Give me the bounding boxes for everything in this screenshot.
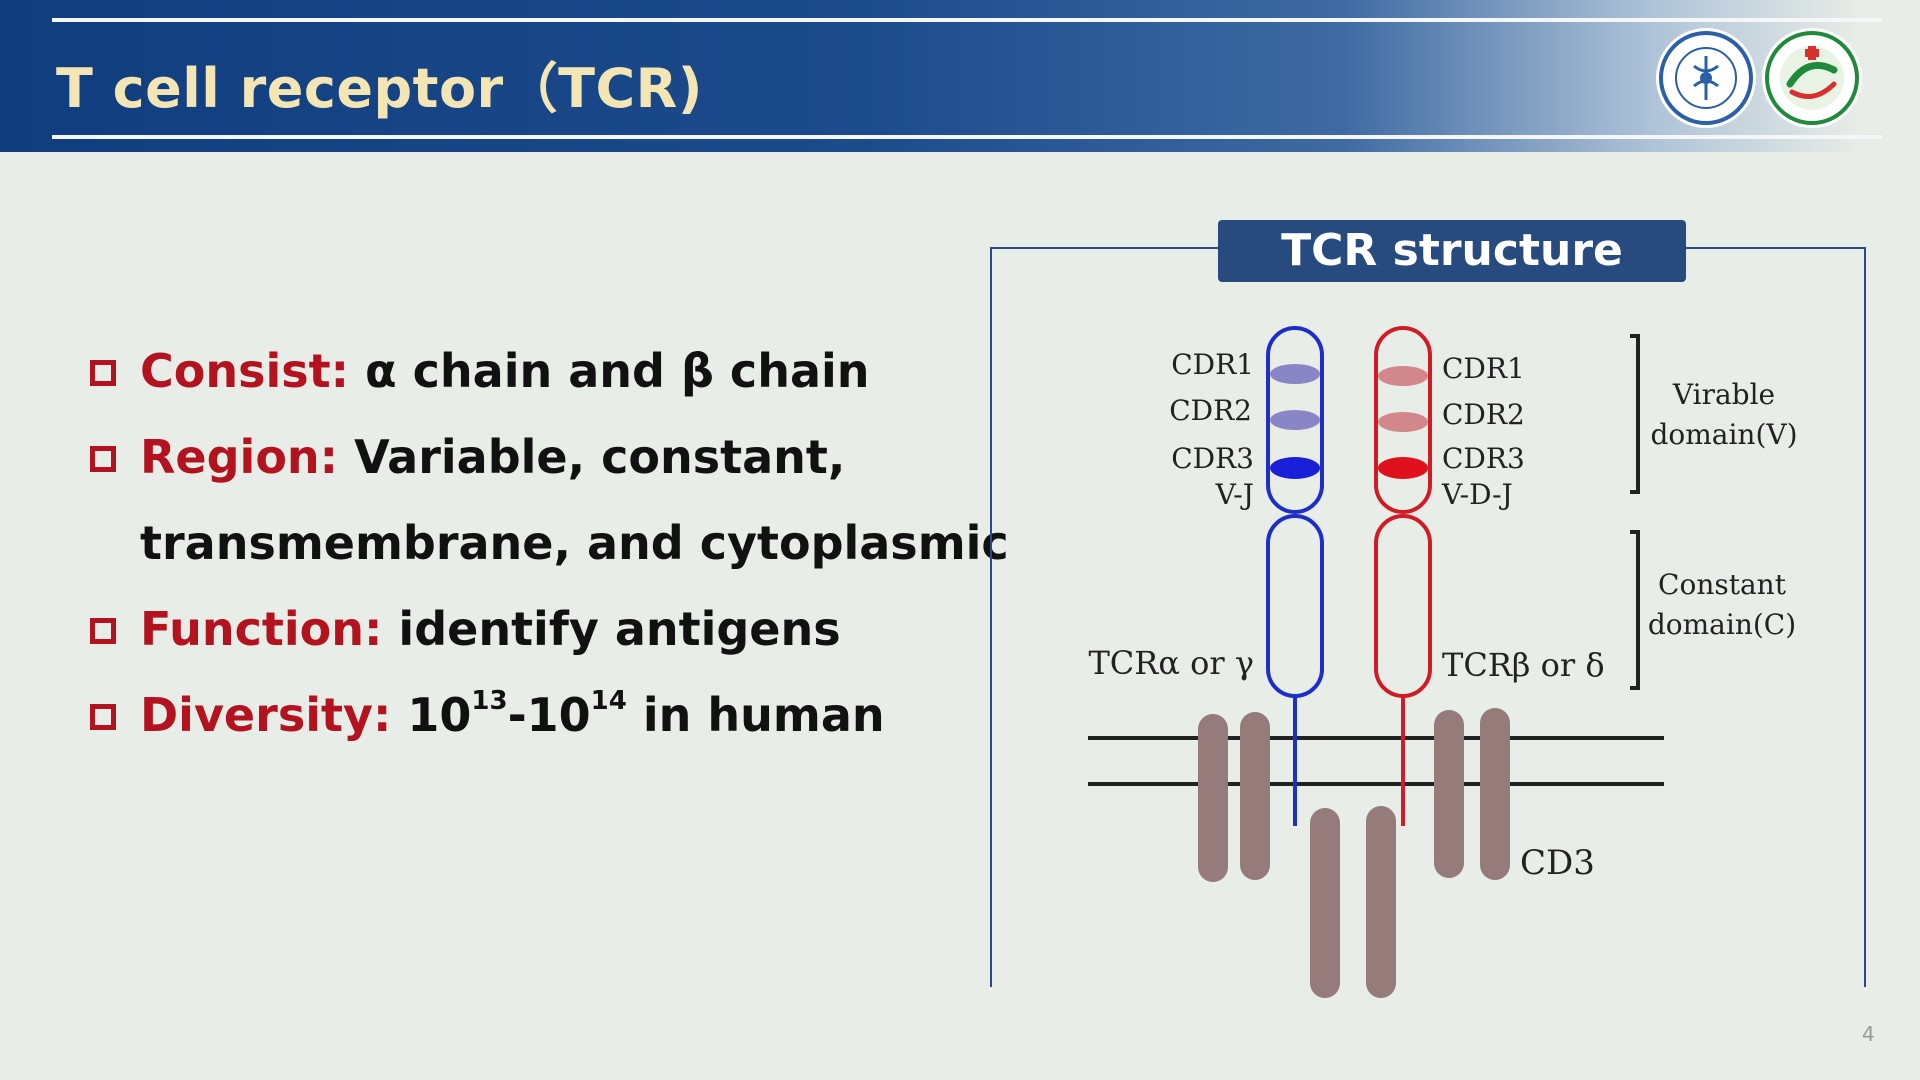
variable-domain-label: Virable	[1672, 378, 1775, 411]
header-top-rule	[52, 18, 1882, 22]
cd3-subunit	[1366, 806, 1396, 998]
cd3-subunit	[1434, 710, 1464, 878]
alpha-chain-name: TCRα or γ	[1088, 644, 1254, 682]
bullet-region: Region: Variable, constant,	[88, 426, 968, 512]
bullet-text: -10	[507, 688, 591, 742]
bullet-list: Consist: α chain and β chain Region: Var…	[88, 340, 1009, 770]
bullet-key: Region:	[140, 430, 339, 484]
alpha-constant-domain	[1266, 514, 1324, 698]
beta-cdr2-label: CDR2	[1442, 398, 1525, 431]
cd3-subunit	[1310, 808, 1340, 998]
cd3-subunit	[1480, 708, 1510, 880]
variable-domain-bracket	[1630, 334, 1640, 494]
variable-domain-label: domain(V)	[1650, 418, 1797, 451]
bullet-text: in human	[626, 688, 885, 742]
beta-segment-label: V-D-J	[1441, 478, 1513, 511]
beta-chain-name: TCRβ or δ	[1442, 646, 1605, 684]
beta-cdr1-label: CDR1	[1442, 352, 1525, 385]
bullet-key: Diversity:	[140, 688, 392, 742]
page-number: 4	[1862, 1022, 1875, 1046]
tcr-beta-chain	[1374, 326, 1432, 826]
bullet-function: Function: identify antigens	[88, 598, 968, 684]
beta-cdr3-loop	[1378, 457, 1428, 479]
bullet-consist: Consist: α chain and β chain	[88, 340, 968, 426]
alpha-cdr2-label: CDR2	[1169, 394, 1252, 427]
beta-constant-domain	[1374, 514, 1432, 698]
bullet-key: Consist:	[140, 344, 350, 398]
constant-domain-label: Constant	[1658, 568, 1787, 601]
alpha-cdr3-label: CDR3	[1171, 442, 1254, 475]
beta-cdr2-loop	[1378, 412, 1428, 432]
cd3-label: CD3	[1520, 843, 1595, 883]
checkbox-square-icon	[90, 360, 116, 386]
cd3-subunit	[1240, 712, 1270, 880]
alpha-variable-domain	[1266, 326, 1324, 514]
alpha-cdr2-loop	[1270, 410, 1320, 430]
bullet-text: 10	[391, 688, 472, 742]
bullet-text: transmembrane, and cytoplasmic	[140, 516, 1009, 570]
beta-variable-domain	[1374, 326, 1432, 514]
beta-cdr1-loop	[1378, 366, 1428, 386]
header-bottom-rule	[52, 135, 1882, 139]
hospital-seal-logo-icon	[1762, 28, 1862, 128]
bullet-text: α chain and β chain	[349, 344, 870, 398]
constant-domain-label: domain(C)	[1648, 608, 1796, 641]
diagram-title-tab: TCR structure	[1218, 220, 1686, 282]
bullet-text: Variable, constant,	[338, 430, 846, 484]
checkbox-square-icon	[90, 446, 116, 472]
university-seal-logo-icon	[1656, 28, 1756, 128]
bullet-key: Function:	[140, 602, 383, 656]
slide-title: T cell receptor（TCR)	[56, 57, 703, 120]
alpha-cdr1-loop	[1270, 364, 1320, 384]
bullet-text: identify antigens	[382, 602, 841, 656]
slide-header: T cell receptor（TCR)	[0, 0, 1920, 152]
constant-domain-bracket	[1630, 530, 1640, 690]
checkbox-square-icon	[90, 704, 116, 730]
alpha-cdr1-label: CDR1	[1171, 348, 1254, 381]
cd3-complex	[1198, 708, 1510, 998]
alpha-segment-label: V-J	[1215, 478, 1254, 511]
tcr-structure-diagram: CDR1 CDR2 CDR3 V-J TCRα or γ CDR1 CDR2 C…	[1088, 326, 1798, 998]
bullet-diversity: Diversity: 1013-1014 in human	[88, 684, 968, 770]
bullet-region-continued: transmembrane, and cytoplasmic	[88, 512, 1009, 598]
checkbox-square-icon	[90, 618, 116, 644]
exponent: 14	[590, 686, 627, 716]
tcr-alpha-chain	[1266, 326, 1324, 826]
beta-cdr3-label: CDR3	[1442, 442, 1525, 475]
cd3-subunit	[1198, 714, 1228, 882]
alpha-cdr3-loop	[1270, 457, 1320, 479]
exponent: 13	[471, 686, 508, 716]
